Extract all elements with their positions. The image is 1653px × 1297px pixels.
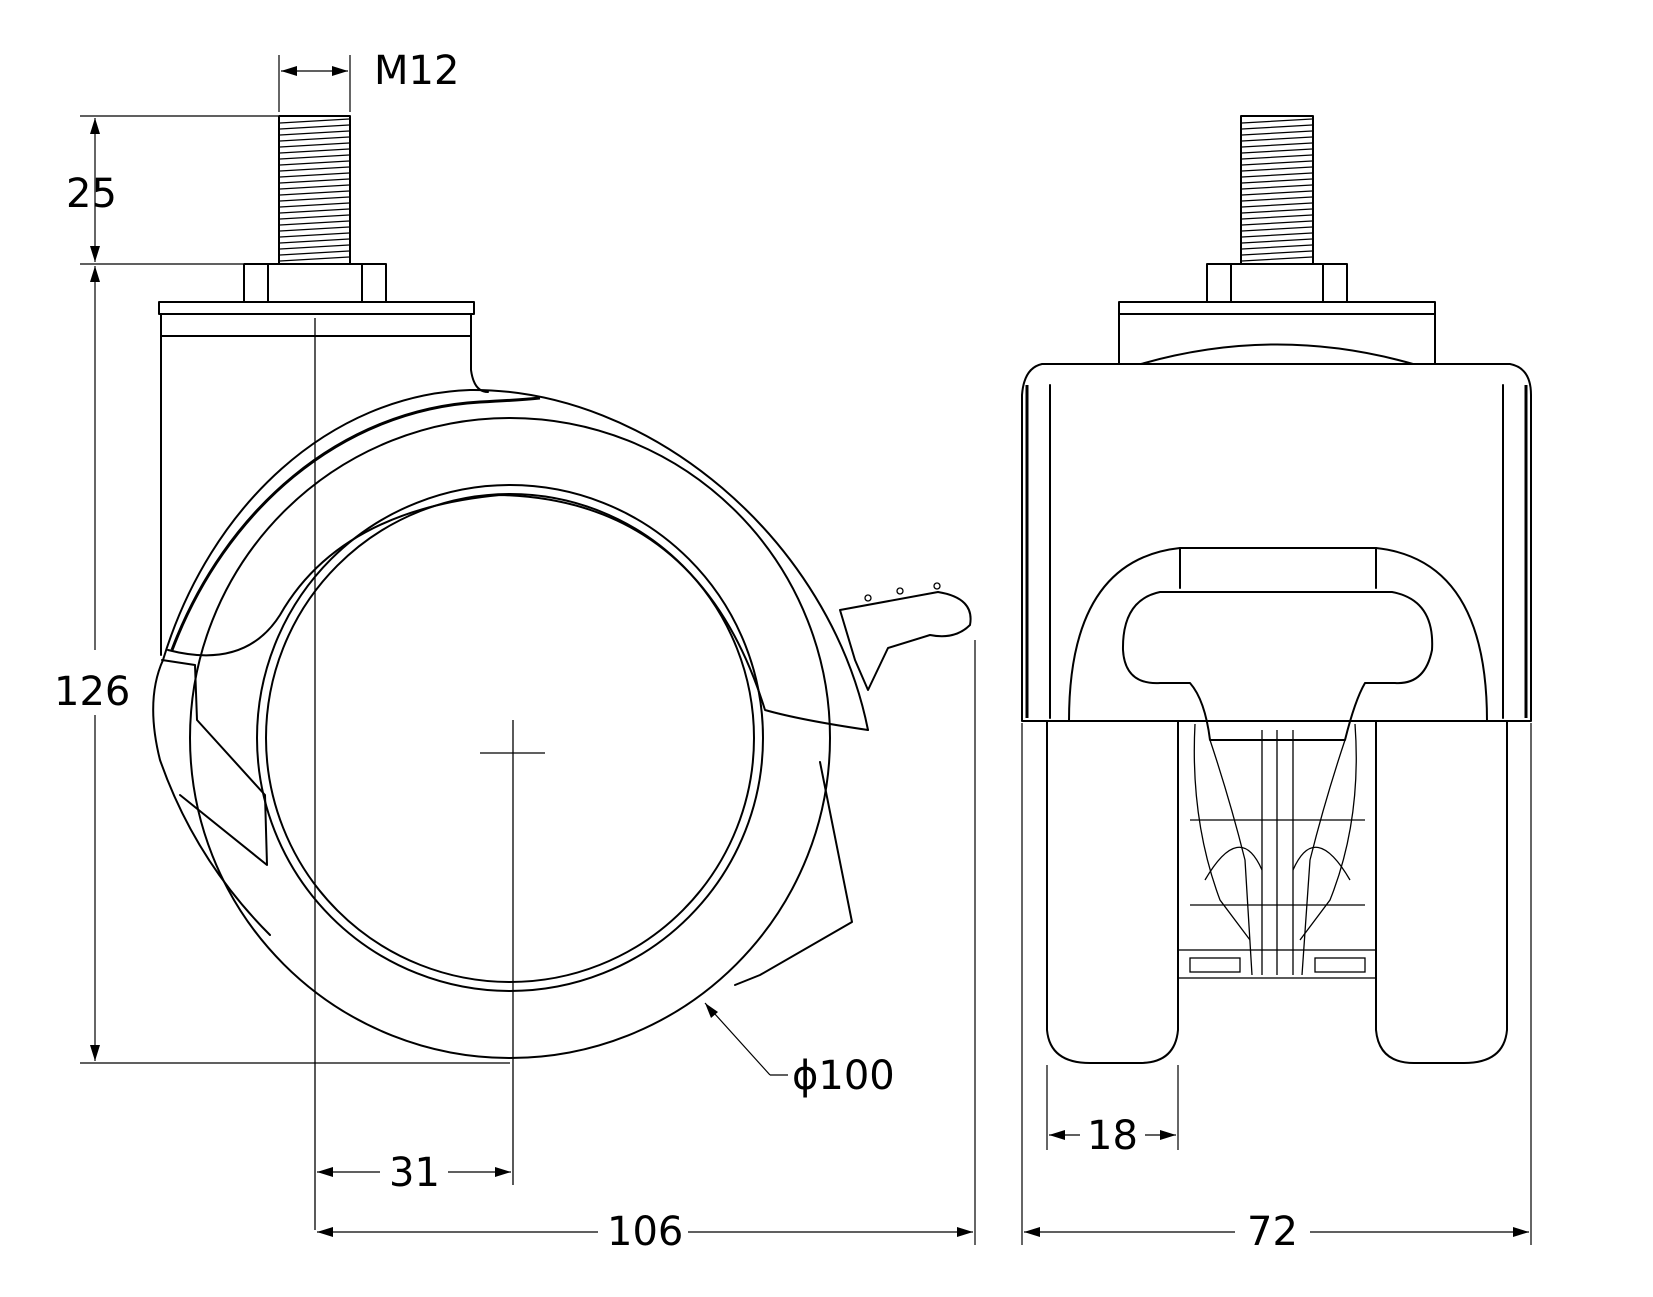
brake-grip-dot <box>896 587 904 595</box>
brake-grip-dot <box>864 594 872 602</box>
dim-wheel-diameter: ϕ100 <box>704 1002 895 1099</box>
rear-housing-side <box>152 659 271 936</box>
wheel-right-front <box>1375 720 1508 1064</box>
fork-body-front <box>1021 363 1532 722</box>
fork-body-side <box>160 335 489 656</box>
wheel-outer-side <box>189 417 831 1059</box>
hex-nut-side <box>243 263 387 303</box>
dim-wheel-width: 18 <box>1046 1065 1179 1159</box>
brake-grip-dot <box>933 582 941 590</box>
top-plate-side <box>158 301 475 337</box>
dim-wheel-diameter-label: ϕ100 <box>792 1053 895 1099</box>
dim-total-height: 126 <box>54 266 510 1064</box>
wheel-left-front <box>1046 720 1179 1064</box>
front-view <box>1021 115 1532 1064</box>
dim-total-length-label: 106 <box>607 1209 683 1255</box>
dim-thread-label: M12 <box>374 48 459 94</box>
threaded-stem-side <box>278 115 351 265</box>
hood-lower-edge-side <box>167 494 869 731</box>
dim-total-width: 72 <box>1021 723 1532 1255</box>
fork-arch-front <box>1068 547 1488 722</box>
side-view-dimensions: M12 25 126 ϕ100 <box>54 48 976 1255</box>
dim-total-width-label: 72 <box>1247 1209 1298 1255</box>
threaded-stem-front <box>1240 115 1314 265</box>
hex-nut-front <box>1206 263 1348 303</box>
front-view-dimensions: 18 72 <box>1021 723 1532 1255</box>
brake-mechanism-front <box>1177 720 1377 979</box>
dim-offset: 31 <box>317 1150 511 1196</box>
side-view <box>152 115 972 1230</box>
dim-total-height-label: 126 <box>54 669 130 715</box>
dim-wheel-width-label: 18 <box>1087 1113 1138 1159</box>
hood-rim-side <box>170 396 541 651</box>
brake-pedal-front <box>1121 591 1434 741</box>
dim-stem-length-label: 25 <box>66 171 117 217</box>
top-plate-front <box>1118 301 1436 365</box>
brake-arm-side <box>734 761 853 986</box>
wheel-hub-outer-side <box>256 484 764 992</box>
hood-outer-side <box>162 388 869 731</box>
brake-pedal-side <box>839 591 972 691</box>
dim-offset-label: 31 <box>389 1150 440 1196</box>
dim-stem-length: 25 <box>66 115 278 265</box>
dim-thread: M12 <box>278 48 459 112</box>
dim-total-length: 106 <box>317 640 976 1255</box>
wheel-hub-inner-side <box>265 493 755 983</box>
